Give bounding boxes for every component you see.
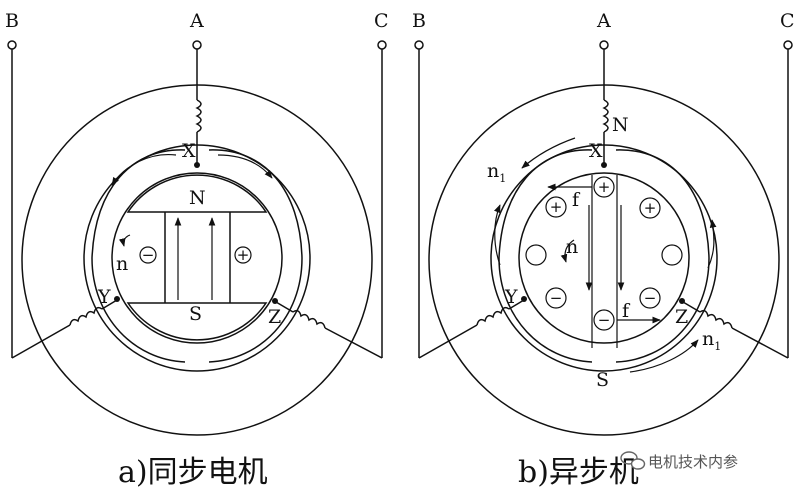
rotor-north-pole [126,174,268,213]
rotor-bar-minus [639,287,661,309]
stator-pole-right [208,149,303,363]
rotor-south-pole [126,302,268,341]
rotor-bar-minus [593,309,615,331]
label-z: Z [675,306,688,328]
label-rotor-speed: n [116,253,128,275]
rotation-arrow [118,234,131,247]
stator-pole-right [615,149,710,363]
terminal-b [7,40,17,50]
svg-text:−: − [598,311,611,329]
field-arrow-left [494,204,501,266]
watermark-text: 电机技术内参 [648,453,738,471]
rotor-bar-plus [545,196,567,218]
terminal-c [377,40,387,50]
terminal-a [192,40,202,50]
label-north: N [189,187,206,209]
rotor-bar-neutral [525,244,547,266]
field-arrow-right [707,219,717,269]
winding-c-coil [699,309,733,329]
label-force-top: f [572,189,581,211]
label-field-speed-bottom: n1 [702,328,721,353]
terminal-b [414,40,424,50]
svg-text:+: + [598,178,611,196]
label-force-bottom: f [622,300,631,322]
label-b: B [5,10,19,32]
minus-symbol [139,246,157,264]
svg-text:−: − [142,246,155,264]
label-a: A [189,10,204,32]
label-y: Y [504,286,518,308]
svg-text:−: − [644,289,657,307]
synchronous-motor-diagram: − + A B C X Y Z N S n a)同步电机 [5,10,389,490]
terminal-a [599,40,609,50]
rotor-rotation-arrow [560,239,575,263]
field-arrow-top-left [111,153,177,186]
terminal-c [783,40,793,50]
caption-synchronous: a)同步电机 [118,455,268,490]
label-a: A [596,10,611,32]
stator-pole-left [498,149,593,363]
label-x: X [589,140,603,162]
label-rotor-speed: n [566,236,578,258]
field-arrow-top-right [217,154,273,179]
label-south: S [596,369,609,391]
winding-b-coil [69,306,103,326]
label-south: S [189,303,202,325]
rotor-bar-neutral [661,244,683,266]
rotor-bar-plus [639,197,661,219]
wechat-icon [620,451,646,470]
svg-text:+: + [644,199,657,217]
svg-text:+: + [237,246,250,264]
winding-b-coil [476,306,510,326]
caption-asynchronous: b)异步机 [518,455,639,490]
label-north: N [612,114,629,136]
rotor-circle [518,172,690,344]
label-field-speed-top: n1 [487,160,506,185]
svg-text:+: + [550,198,563,216]
winding-c-coil [292,309,326,329]
rotor-bar-minus [545,287,567,309]
label-y: Y [97,286,111,308]
asynchronous-motor-diagram: + + + − − − A B C X Y Z N S n f f n1 n1 … [412,10,795,490]
label-c: C [780,10,795,32]
svg-text:−: − [550,289,563,307]
winding-a-coil [195,99,202,133]
rotor-circle [111,172,283,344]
watermark: 电机技术内参 [620,451,738,471]
label-c: C [374,10,389,32]
field-arrow-top-left [521,137,576,169]
winding-a-coil [602,99,609,133]
rotor-bar-plus [593,176,615,198]
label-z: Z [268,306,281,328]
label-x: X [182,140,196,162]
plus-symbol [234,246,252,264]
field-arrow-bottom [629,339,699,373]
stator-pole-left [91,149,186,363]
label-b: B [412,10,426,32]
